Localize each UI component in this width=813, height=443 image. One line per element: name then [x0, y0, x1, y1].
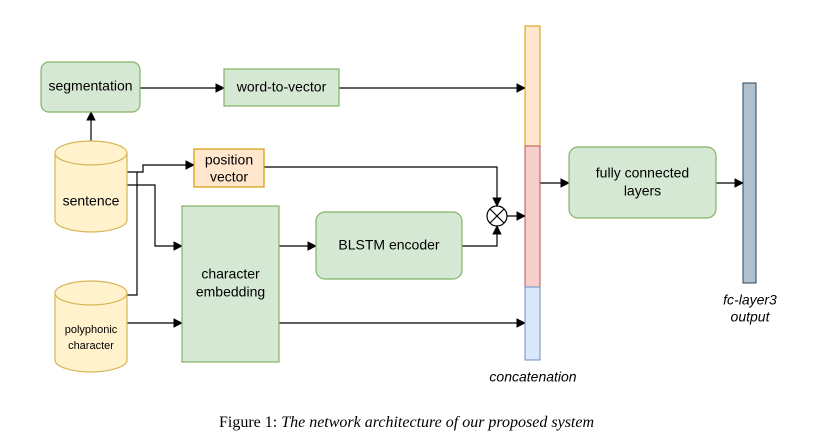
segmentation-node: segmentation — [40, 61, 141, 113]
caption-text: The network architecture of our proposed… — [281, 414, 595, 431]
fully-connected-label-line1: fully connected — [596, 165, 689, 181]
circle-times-icon — [486, 205, 508, 227]
word-to-vector-label: word-to-vector — [236, 79, 327, 95]
concat-segment-word2vec — [524, 25, 541, 147]
fully-connected-label-line2: layers — [624, 183, 661, 199]
polyphonic-character-label-line1: polyphonic — [65, 324, 118, 336]
edges — [86, 83, 744, 328]
caption-label: Figure 1: — [218, 414, 278, 431]
blstm-encoder-label: BLSTM encoder — [338, 237, 439, 253]
position-vector-label-line1: position — [205, 152, 253, 168]
edge-polyphonic-to-branch — [127, 172, 138, 296]
character-embedding-label-line2: embedding — [196, 284, 265, 300]
blstm-encoder-node: BLSTM encoder — [315, 211, 463, 280]
polyphonic-character-label-line2: character — [68, 340, 114, 352]
edge-blstm-to-combine — [462, 225, 502, 247]
concat-segment-embedding — [524, 286, 541, 361]
polyphonic-character-datastore: polyphonic character — [54, 280, 128, 373]
sentence-datastore: sentence — [54, 140, 128, 233]
segmentation-label: segmentation — [48, 78, 132, 94]
fc-layer3-label-line2: output — [731, 309, 771, 325]
concatenation-vector — [524, 25, 541, 361]
character-embedding-label-line1: character — [201, 266, 260, 282]
fc-layer3-label-line1: fc-layer3 — [723, 292, 777, 308]
character-embedding-node: character embedding — [181, 205, 280, 363]
edge-sentence-to-position — [127, 160, 195, 173]
word-to-vector-node: word-to-vector — [223, 68, 340, 107]
concatenation-label: concatenation — [489, 369, 576, 385]
position-vector-label-line2: vector — [210, 169, 248, 185]
concat-segment-blstm — [524, 145, 541, 288]
edge-sentence-to-char-embedding — [127, 184, 183, 251]
edge-position-to-combine — [264, 166, 502, 207]
fully-connected-node: fully connected layers — [568, 146, 717, 219]
fc-layer3-output-bar — [742, 82, 757, 284]
figure-caption: Figure 1: The network architecture of ou… — [0, 414, 813, 432]
sentence-label: sentence — [63, 193, 120, 209]
position-vector-node: position vector — [193, 148, 265, 188]
